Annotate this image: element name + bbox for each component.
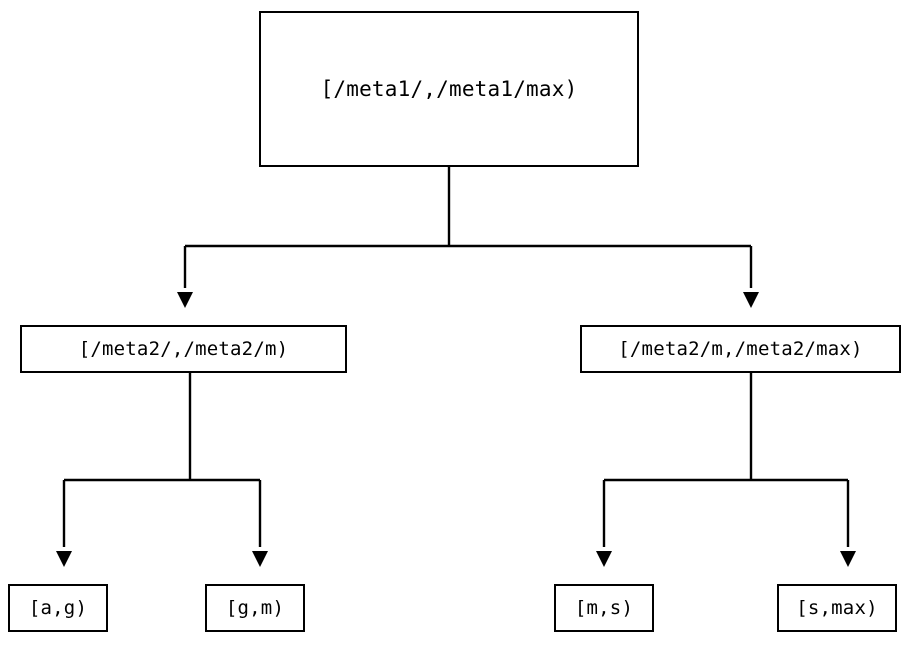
node-mid-left-label: [/meta2/,/meta2/m) xyxy=(78,337,289,360)
node-leaf-1-label: [a,g) xyxy=(28,596,88,619)
arrowhead-to-mid-left xyxy=(177,292,193,308)
node-leaf-4-label: [s,max) xyxy=(796,596,878,619)
node-mid-left[interactable]: [/meta2/,/meta2/m) xyxy=(20,325,347,373)
node-leaf-1[interactable]: [a,g) xyxy=(8,584,108,632)
node-mid-right-label: [/meta2/m,/meta2/max) xyxy=(618,337,863,360)
arrowhead-to-leaf-2 xyxy=(252,551,268,567)
arrowhead-to-leaf-4 xyxy=(840,551,856,567)
arrowhead-to-leaf-1 xyxy=(56,551,72,567)
node-leaf-3[interactable]: [m,s) xyxy=(554,584,654,632)
arrowhead-to-leaf-3 xyxy=(596,551,612,567)
node-leaf-3-label: [m,s) xyxy=(574,596,634,619)
node-mid-right[interactable]: [/meta2/m,/meta2/max) xyxy=(580,325,901,373)
arrowhead-to-mid-right xyxy=(743,292,759,308)
node-root[interactable]: [/meta1/,/meta1/max) xyxy=(259,11,639,167)
node-leaf-4[interactable]: [s,max) xyxy=(777,584,897,632)
node-leaf-2[interactable]: [g,m) xyxy=(205,584,305,632)
node-root-label: [/meta1/,/meta1/max) xyxy=(320,76,578,101)
node-leaf-2-label: [g,m) xyxy=(225,596,285,619)
